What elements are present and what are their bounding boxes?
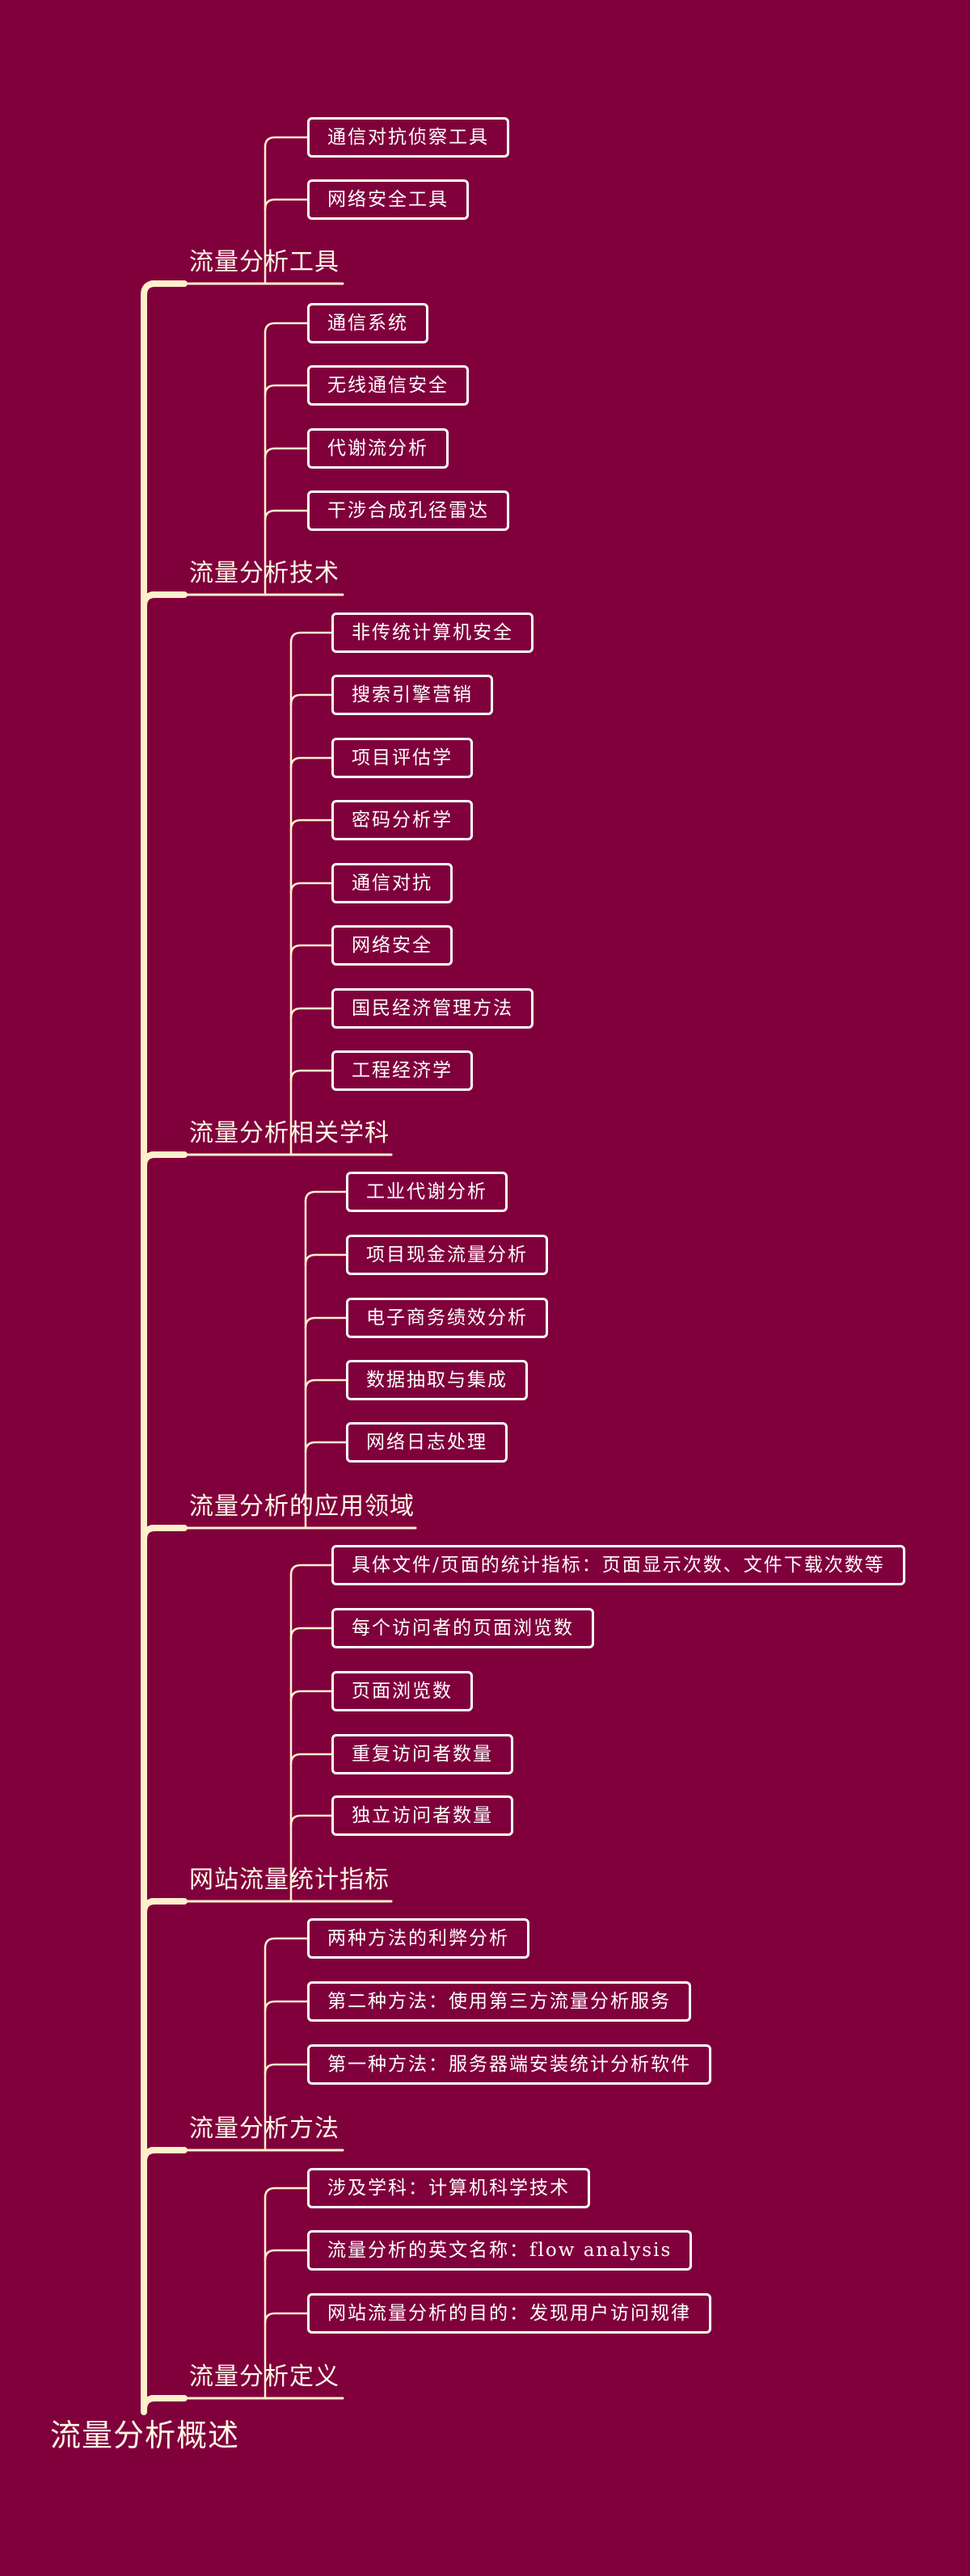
leaf-connector [264, 384, 309, 397]
leaf-node[interactable]: 工业代谢分析 [346, 1172, 508, 1212]
branch-label-methods[interactable]: 流量分析方法 [189, 2115, 340, 2143]
leaf-connector [289, 1753, 333, 1766]
leaf-node[interactable]: 数据抽取与集成 [346, 1360, 528, 1400]
root-node[interactable]: 流量分析概述 [50, 2418, 240, 2453]
branch-label-applications[interactable]: 流量分析的应用领域 [189, 1492, 415, 1521]
leaf-node[interactable]: 流量分析的英文名称：flow analysis [307, 2230, 693, 2271]
leaf-connector [304, 1316, 348, 1329]
leaf-connector [289, 1007, 333, 1020]
leaf-connector [289, 1627, 333, 1639]
leaf-node[interactable]: 代谢流分析 [307, 428, 449, 469]
branch-label-metrics[interactable]: 网站流量统计指标 [189, 1866, 390, 1894]
leaf-node[interactable]: 通信系统 [307, 303, 428, 343]
leaf-connector [289, 693, 333, 706]
leaf-connector [264, 509, 309, 522]
branch-label-definition[interactable]: 流量分析定义 [189, 2363, 340, 2391]
leaf-node[interactable]: 非传统计算机安全 [331, 612, 534, 653]
leaf-node[interactable]: 密码分析学 [331, 800, 473, 840]
leaf-node[interactable]: 重复访问者数量 [331, 1734, 513, 1774]
leaf-node[interactable]: 项目现金流量分析 [346, 1235, 548, 1275]
leaf-node[interactable]: 网络安全工具 [307, 179, 469, 220]
leaf-connector [264, 136, 309, 149]
branch-label-tools[interactable]: 流量分析工具 [189, 248, 340, 276]
leaf-node[interactable]: 具体文件/页面的统计指标：页面显示次数、文件下载次数等 [331, 1545, 905, 1585]
leaf-connector [264, 198, 309, 211]
leaf-connector [304, 1253, 348, 1266]
leaf-node[interactable]: 网络日志处理 [346, 1422, 508, 1463]
leaf-connector [289, 1564, 333, 1576]
leaf-connector [264, 1937, 309, 1950]
leaf-node[interactable]: 工程经济学 [331, 1050, 473, 1091]
leaf-connector [264, 322, 309, 335]
leaf-node[interactable]: 两种方法的利弊分析 [307, 1918, 529, 1959]
leaf-connector [264, 2187, 309, 2199]
leaf-node[interactable]: 涉及学科：计算机科学技术 [307, 2168, 590, 2208]
leaf-node[interactable]: 网络安全 [331, 925, 453, 966]
leaf-node[interactable]: 每个访问者的页面浏览数 [331, 1608, 594, 1648]
leaf-connector [264, 2000, 309, 2013]
leaf-connector [304, 1378, 348, 1391]
leaf-node[interactable]: 第一种方法：服务器端安装统计分析软件 [307, 2044, 711, 2085]
leaf-connector [289, 1814, 333, 1827]
leaf-connector [289, 756, 333, 769]
leaf-node[interactable]: 国民经济管理方法 [331, 988, 534, 1029]
leaf-node[interactable]: 干涉合成孔径雷达 [307, 490, 509, 531]
leaf-node[interactable]: 电子商务绩效分析 [346, 1298, 548, 1338]
leaf-node[interactable]: 无线通信安全 [307, 365, 469, 406]
leaf-node[interactable]: 通信对抗 [331, 863, 453, 903]
leaf-node[interactable]: 搜索引擎营销 [331, 675, 493, 715]
leaf-node[interactable]: 项目评估学 [331, 738, 473, 778]
leaf-connector [289, 631, 333, 644]
leaf-node[interactable]: 网站流量分析的目的：发现用户访问规律 [307, 2293, 711, 2334]
leaf-connector [264, 2249, 309, 2262]
leaf-connector [304, 1190, 348, 1203]
branch-label-techniques[interactable]: 流量分析技术 [189, 559, 340, 587]
leaf-connector [264, 447, 309, 460]
leaf-connector [264, 2063, 309, 2076]
leaf-connector [289, 1069, 333, 1082]
leaf-connector [289, 819, 333, 831]
leaf-node[interactable]: 页面浏览数 [331, 1671, 473, 1711]
branch-label-disciplines[interactable]: 流量分析相关学科 [189, 1119, 390, 1147]
leaf-connector [289, 882, 333, 894]
leaf-node[interactable]: 通信对抗侦察工具 [307, 117, 509, 158]
leaf-connector [289, 1690, 333, 1703]
leaf-connector [304, 1441, 348, 1454]
leaf-node[interactable]: 第二种方法：使用第三方流量分析服务 [307, 1981, 691, 2022]
leaf-connector [289, 944, 333, 957]
leaf-node[interactable]: 独立访问者数量 [331, 1795, 513, 1836]
leaf-connector [264, 2312, 309, 2325]
